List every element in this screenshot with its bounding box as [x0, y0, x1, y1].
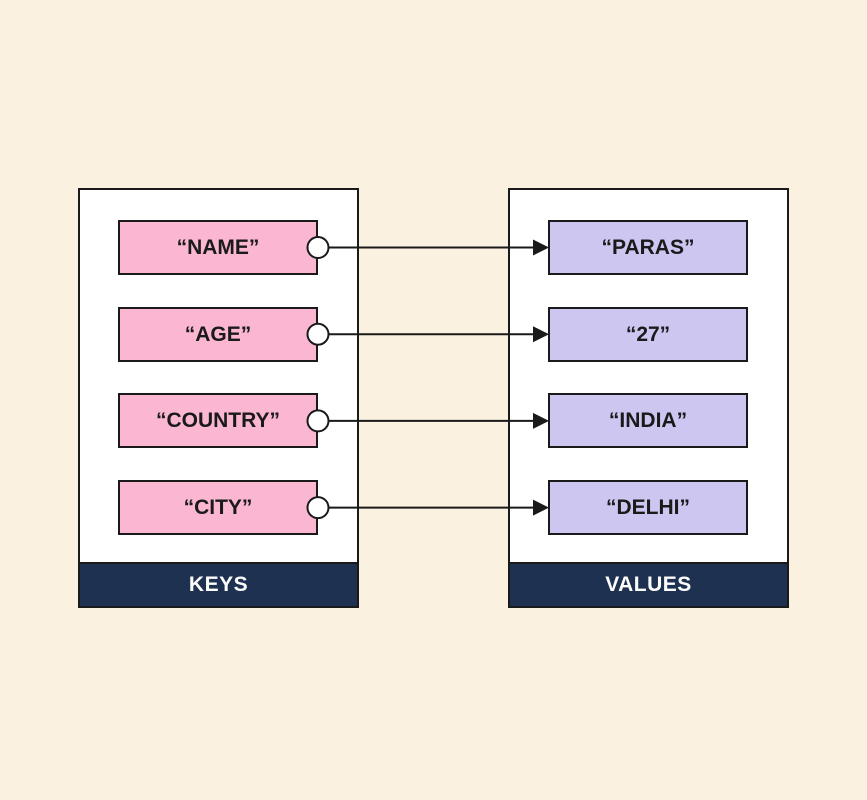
key-box: “CITY” — [118, 480, 318, 535]
values-panel: “PARAS” “27” “INDIA” “DELHI” VALUES — [508, 188, 789, 608]
value-box: “DELHI” — [548, 480, 748, 535]
key-box: “NAME” — [118, 220, 318, 275]
values-panel-footer: VALUES — [510, 562, 787, 606]
value-box: “27” — [548, 307, 748, 362]
keys-panel: “NAME” “AGE” “COUNTRY” “CITY” KEYS — [78, 188, 359, 608]
values-panel-label: VALUES — [605, 573, 692, 596]
value-box: “PARAS” — [548, 220, 748, 275]
key-box: “COUNTRY” — [118, 393, 318, 448]
keys-panel-body: “NAME” “AGE” “COUNTRY” “CITY” — [80, 190, 357, 562]
value-box: “INDIA” — [548, 393, 748, 448]
keys-panel-label: KEYS — [188, 573, 249, 596]
key-box: “AGE” — [118, 307, 318, 362]
keys-panel-footer: KEYS — [80, 562, 357, 606]
values-panel-body: “PARAS” “27” “INDIA” “DELHI” — [510, 190, 787, 562]
